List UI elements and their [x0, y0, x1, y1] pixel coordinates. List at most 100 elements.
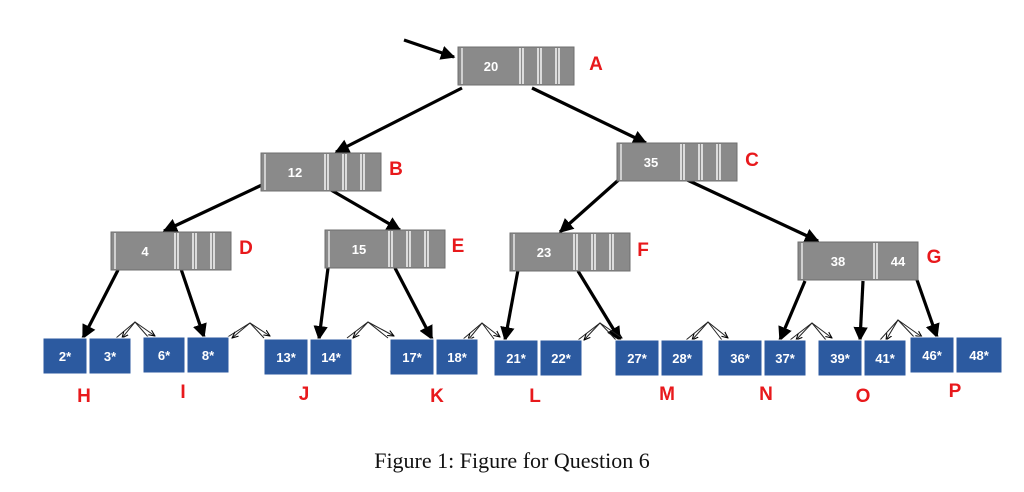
node-box: [616, 142, 738, 182]
leaf-node-k: 17* 18*: [389, 338, 479, 376]
leaf-cell: [863, 339, 907, 377]
internal-node-b: 12: [260, 152, 382, 192]
edge-d-i: [178, 265, 207, 339]
edge-g-n: [778, 280, 807, 342]
sibling-link-back-1: [122, 321, 150, 338]
edge-e-k: [393, 267, 434, 341]
sibling-link-7: [789, 322, 832, 341]
edge-a-b: [334, 86, 463, 154]
node-label-n: N: [759, 384, 773, 405]
leaf-entry: 48*: [969, 348, 989, 363]
leaf-entry: 18*: [447, 350, 467, 365]
edge-g-o: [853, 280, 868, 342]
root-pointer: [403, 38, 456, 60]
leaf-entry: 2*: [59, 349, 72, 364]
leaf-node-j: 13* 14*: [263, 338, 353, 376]
node-key: 4: [141, 244, 149, 259]
edge-f-m: [576, 270, 622, 342]
node-label-c: C: [745, 150, 759, 171]
node-label-a: A: [589, 54, 603, 75]
sibling-link-back-3: [353, 321, 389, 338]
leaf-entry: 27*: [627, 351, 647, 366]
figure-caption: Figure 1: Figure for Question 6: [374, 448, 650, 473]
internal-node-c: 35: [616, 142, 738, 182]
internal-node-g: 38 44: [797, 241, 919, 281]
leaf-entry: 28*: [672, 351, 692, 366]
leaf-entry: 17*: [402, 350, 422, 365]
leaf-cell: [263, 338, 309, 376]
leaf-entry: 41*: [875, 351, 895, 366]
leaf-cell: [660, 339, 704, 377]
sibling-link-back-8: [886, 319, 917, 340]
leaf-entry: 13*: [276, 350, 296, 365]
node-key: 12: [288, 165, 302, 180]
leaf-cell: [389, 338, 435, 376]
edge-c-g: [682, 176, 820, 243]
node-key: 15: [352, 242, 366, 257]
leaf-entry: 46*: [922, 348, 942, 363]
leaf-entry: 14*: [321, 350, 341, 365]
leaf-entry: 39*: [830, 351, 850, 366]
leaf-cell: [717, 339, 763, 377]
leaf-entry: 37*: [775, 351, 795, 366]
leaf-cell: [614, 339, 660, 377]
internal-node-a: 20: [457, 46, 575, 86]
leaf-entry: 21*: [506, 351, 526, 366]
sibling-link-back-5: [584, 322, 617, 340]
internal-node-e: 15: [324, 229, 446, 269]
leaf-node-h: 2*3*: [42, 337, 132, 375]
leaf-cell: [493, 339, 539, 377]
sibling-links-layer: [115, 319, 922, 341]
leaf-cell: [763, 339, 807, 377]
node-label-i: I: [180, 382, 185, 403]
node-key: 20: [484, 59, 498, 74]
node-label-l: L: [529, 386, 541, 407]
node-label-e: E: [452, 236, 465, 257]
leaf-cell: [817, 339, 863, 377]
sibling-link-back-2: [232, 322, 265, 338]
node-box: [457, 46, 575, 86]
node-label-b: B: [389, 159, 403, 180]
sibling-link-back-7: [796, 322, 827, 340]
edge-f-l: [500, 269, 520, 342]
leaf-cell: [909, 336, 955, 374]
leaf-cell: [42, 337, 88, 375]
node-key: 38: [831, 254, 845, 269]
leaf-cell: [309, 338, 353, 376]
leaf-cell: [186, 336, 230, 374]
sibling-link-1: [115, 321, 155, 339]
sibling-link-4: [461, 322, 500, 341]
leaf-cell: [88, 337, 132, 375]
internal-node-f: 23: [509, 232, 631, 272]
node-box: [509, 232, 631, 272]
leaf-cell: [539, 339, 583, 377]
leaf-node-n: 36* 37*: [717, 339, 807, 377]
node-label-f: F: [637, 240, 649, 261]
leaf-node-l: 21* 22*: [493, 339, 583, 377]
leaf-cell: [955, 336, 1003, 374]
node-label-g: G: [927, 247, 942, 268]
sibling-link-back-6: [692, 321, 723, 340]
sibling-link-back-4: [468, 322, 495, 340]
edge-d-h: [81, 269, 120, 340]
edge-g-p: [915, 279, 940, 339]
internal-node-d: 4: [110, 231, 232, 271]
leaf-entry: 36*: [730, 351, 750, 366]
node-key: 35: [644, 155, 658, 170]
node-label-p: P: [949, 381, 962, 402]
leaf-entry: 6*: [158, 348, 171, 363]
sibling-link-6: [685, 321, 728, 341]
node-label-d: D: [239, 238, 253, 259]
leaf-entry: 22*: [551, 351, 571, 366]
leaf-cell: [142, 336, 186, 374]
leaf-node-o: 39* 41*: [817, 339, 907, 377]
node-key: 23: [537, 245, 551, 260]
node-box: [260, 152, 382, 192]
node-key: 44: [891, 254, 906, 269]
leaf-node-i: 6*8*: [142, 336, 230, 374]
node-label-m: M: [659, 384, 675, 405]
edge-b-e: [330, 188, 402, 232]
node-label-j: J: [299, 384, 310, 405]
